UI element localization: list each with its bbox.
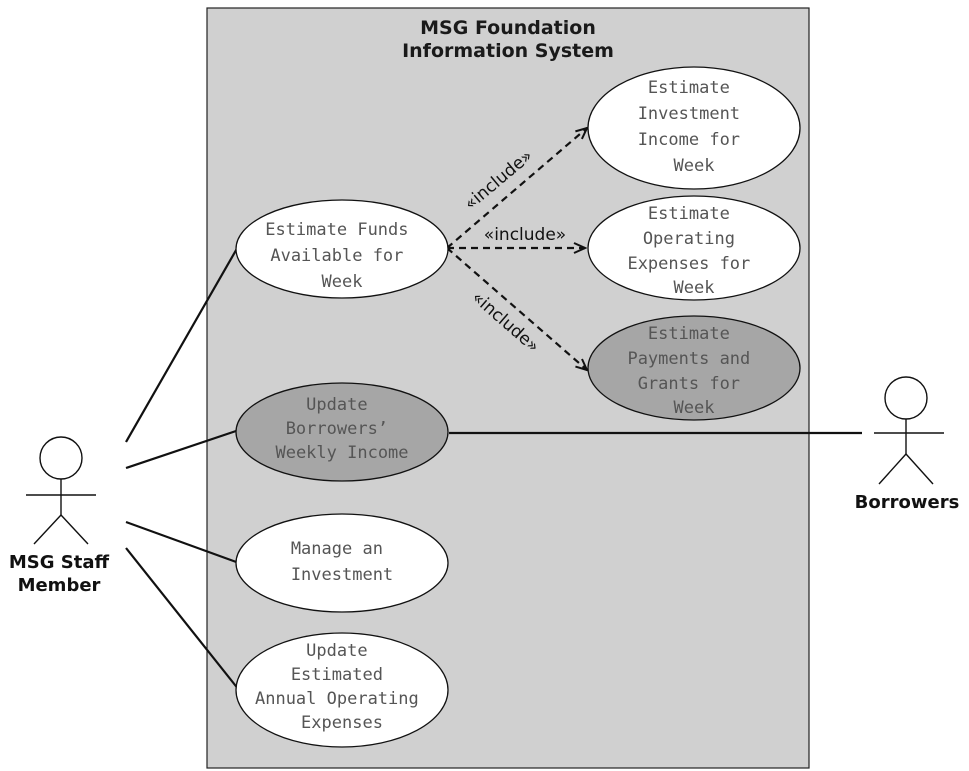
actor-staff-member-label: MSG Staff: [9, 552, 110, 573]
use-case-label: Estimate Investment Income for Week: [638, 78, 751, 176]
assoc-staff-update-borrowers: [125, 428, 240, 470]
system-title: MSG Foundation: [420, 17, 596, 39]
use-case-estimate-investment-income[interactable]: Estimate Investment Income for Week: [587, 66, 801, 190]
use-case-update-annual-expenses[interactable]: Update Estimated Annual Operating Expens…: [235, 632, 449, 748]
include-label-operating: «include»: [484, 225, 566, 245]
actor-staff-member-icon: [26, 436, 96, 545]
use-case-estimate-payments-grants[interactable]: Estimate Payments and Grants for Week: [587, 315, 801, 421]
use-case-label: Update Borrowers’ Weekly Income: [275, 395, 408, 463]
use-case-estimate-funds[interactable]: Estimate Funds Available for Week: [235, 199, 449, 299]
use-case-label: Estimate Operating Expenses for Week: [627, 204, 760, 298]
actor-staff-member-label-line2: Member: [18, 575, 101, 596]
use-case-manage-investment[interactable]: Manage an Investment: [235, 513, 449, 613]
use-case-label: Estimate Funds Available for Week: [265, 220, 419, 292]
system-subtitle: Information System: [402, 40, 614, 62]
actor-borrowers-icon: [874, 376, 944, 485]
use-case-label: Update Estimated Annual Operating Expens…: [255, 641, 429, 733]
use-case-update-borrowers-income[interactable]: Update Borrowers’ Weekly Income: [235, 382, 449, 482]
use-case-estimate-operating-expenses[interactable]: Estimate Operating Expenses for Week: [587, 195, 801, 301]
use-case-label: Estimate Payments and Grants for Week: [627, 324, 760, 418]
include-arrow-payments: [446, 247, 587, 370]
use-case-label: Manage an Investment: [291, 539, 393, 585]
assoc-staff-estimate-funds: [125, 244, 240, 443]
assoc-staff-manage-investment: [125, 520, 240, 565]
assoc-staff-update-annual: [125, 547, 240, 691]
actor-borrowers-label: Borrowers: [855, 492, 960, 513]
include-arrow-investment: [446, 128, 587, 249]
